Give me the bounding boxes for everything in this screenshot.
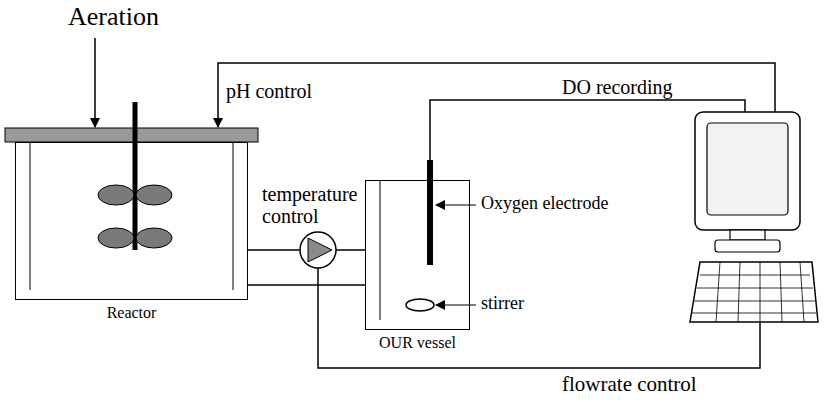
vessel-label: Reactor (107, 304, 157, 322)
vessel-inner-wall (380, 180, 381, 320)
stirrer-shaft (133, 102, 138, 250)
stirrer-label: stirrer (481, 294, 524, 314)
flowrate-control-label: flowrate control (562, 373, 697, 396)
monitor (695, 112, 800, 230)
leader-line (436, 304, 476, 305)
aeration-label: Aeration (68, 3, 159, 32)
pump-triangle (308, 238, 332, 262)
reactor-vessel: Reactor (15, 142, 248, 300)
stirrer-bar (406, 299, 434, 311)
reactor-baffle (233, 142, 234, 290)
electrode-label: Oxygen electrode (481, 194, 608, 214)
impeller (98, 185, 134, 205)
keyboard-keys (692, 262, 816, 322)
impeller (136, 228, 172, 248)
ph-control-line (218, 63, 775, 127)
monitor-stand (730, 230, 765, 240)
do-recording-label: DO recording (562, 76, 673, 98)
reactor-baffle (30, 142, 31, 290)
monitor-base (715, 240, 780, 252)
temperature-control-label: temperature control (262, 183, 387, 227)
our-vessel: OUR vessel (365, 180, 470, 330)
ph-control-label: pH control (226, 80, 312, 102)
aeration-arrow (94, 38, 96, 127)
pump-symbol (300, 232, 336, 268)
keyboard (690, 262, 818, 322)
monitor-screen (707, 123, 788, 215)
vessel-label: OUR vessel (379, 334, 456, 352)
circulation-line (248, 284, 365, 286)
oxygen-electrode (427, 160, 433, 265)
leader-line (436, 204, 476, 205)
reactor-lid (5, 128, 258, 142)
impeller (98, 228, 134, 248)
impeller (136, 185, 172, 205)
